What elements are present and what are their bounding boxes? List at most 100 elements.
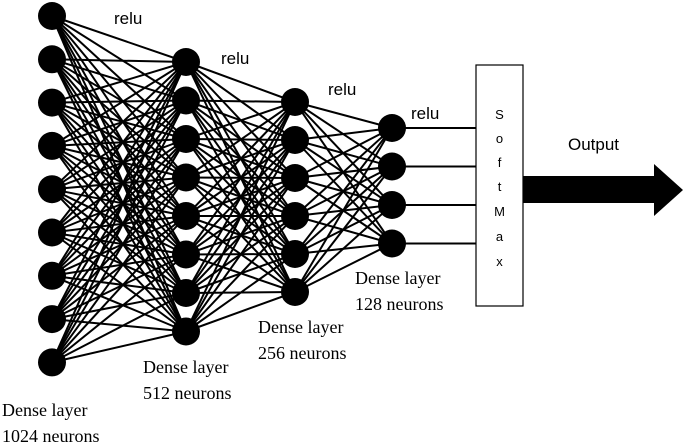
connection-edge — [51, 58, 187, 140]
connection-edge — [185, 291, 296, 333]
connection-edge — [51, 61, 187, 147]
connection-edge — [51, 138, 187, 363]
neuron-layer-4 — [378, 229, 406, 258]
neuron-layer-1 — [38, 88, 66, 117]
neuron-layer-1 — [38, 261, 66, 290]
neuron-layer-1 — [38, 131, 66, 160]
neuron-layer-3 — [281, 164, 309, 192]
neuron-layer-2 — [172, 317, 200, 346]
connection-edge — [51, 253, 187, 321]
connection-edge — [294, 127, 393, 255]
connection-edge — [51, 176, 187, 234]
connection-edge — [51, 138, 187, 147]
connection-edge — [51, 99, 187, 104]
connection-edge — [51, 215, 187, 320]
connection-edge — [294, 127, 393, 293]
connection-edge — [51, 215, 187, 364]
connection-edge — [51, 188, 187, 217]
neuron-layer-3 — [281, 88, 309, 116]
connection-edge — [51, 61, 187, 277]
connection-edge — [185, 101, 296, 332]
connection-edge — [185, 215, 296, 333]
connection-edge — [51, 99, 187, 234]
neuron-layer-2 — [172, 279, 200, 307]
neuron-layer-1 — [38, 2, 66, 30]
neuron-layer-2 — [172, 202, 200, 230]
connection-edge — [51, 102, 187, 333]
neuron-layer-2 — [172, 163, 200, 192]
softmax-letter: t — [498, 179, 502, 194]
neuron-layer-1 — [38, 218, 66, 247]
connection-edge — [51, 61, 187, 363]
activation-label-layer-2: relu — [221, 49, 249, 68]
output-label: Output — [568, 135, 619, 154]
connection-edge — [51, 15, 187, 102]
connection-edge — [294, 242, 393, 293]
output-arrow — [523, 164, 683, 216]
connection-edge — [51, 145, 187, 256]
connection-edge — [51, 253, 187, 277]
neuron-layer-1 — [38, 305, 66, 334]
connection-edge — [51, 188, 187, 333]
connection-edge — [185, 139, 296, 332]
neuron-layer-4 — [378, 114, 406, 142]
neuron-layer-4 — [378, 152, 406, 181]
connection-edge — [51, 330, 187, 364]
connection-edge — [51, 215, 187, 277]
neuron-layer-2 — [172, 48, 200, 76]
connection-edge — [51, 61, 187, 190]
connection-edge — [51, 253, 187, 364]
neuron-layer-4 — [378, 191, 406, 219]
connection-edge — [51, 145, 187, 294]
connection-edge — [51, 231, 187, 333]
connections — [51, 15, 476, 364]
connection-edge — [51, 176, 187, 320]
connection-edge — [51, 231, 187, 256]
connection-edge — [51, 145, 187, 217]
neuron-layer-3 — [281, 278, 309, 306]
layer-3-caption-title: Dense layer — [258, 317, 343, 337]
softmax-label: S o f t M a x — [494, 107, 505, 269]
connection-edge — [51, 61, 187, 234]
connection-edge — [51, 101, 187, 179]
connection-edge — [51, 58, 187, 217]
connection-edge — [185, 101, 296, 179]
activation-label-layer-4: relu — [411, 104, 439, 123]
connection-edge — [51, 58, 187, 256]
connection-edge — [51, 15, 187, 179]
connection-edge — [294, 127, 393, 217]
neurons — [38, 2, 406, 377]
connection-edge — [185, 61, 296, 103]
connection-edge — [51, 99, 187, 277]
connection-edge — [51, 102, 187, 294]
connection-edge — [51, 231, 187, 294]
layer-4-caption-title: Dense layer — [355, 268, 440, 288]
connection-edge — [51, 138, 187, 320]
connection-edge — [185, 253, 296, 333]
layer-1-caption-title: Dense layer — [2, 400, 87, 420]
layer-2-caption-size: 512 neurons — [143, 383, 232, 403]
connection-edge — [51, 292, 187, 364]
connection-edge — [51, 15, 187, 140]
layer-1-caption-size: 1024 neurons — [2, 426, 100, 444]
neuron-layer-1 — [38, 45, 66, 74]
connection-edge — [51, 176, 187, 363]
connection-edge — [294, 101, 393, 129]
connection-edge — [51, 58, 187, 332]
connection-edge — [51, 101, 187, 256]
layer-4-caption-size: 128 neurons — [355, 294, 444, 314]
connection-edge — [51, 188, 187, 256]
connection-edge — [51, 61, 187, 104]
activation-label-layer-3: relu — [328, 80, 356, 99]
neuron-layer-2 — [172, 86, 200, 115]
connection-edge — [51, 138, 187, 234]
connection-edge — [51, 58, 187, 294]
connection-edge — [185, 177, 296, 333]
softmax-letter: M — [494, 204, 505, 219]
connection-edge — [51, 318, 187, 333]
neuron-layer-3 — [281, 202, 309, 230]
softmax-letter: f — [498, 155, 502, 170]
connection-edge — [51, 188, 187, 294]
connection-edge — [185, 101, 296, 140]
connection-edge — [51, 58, 187, 63]
